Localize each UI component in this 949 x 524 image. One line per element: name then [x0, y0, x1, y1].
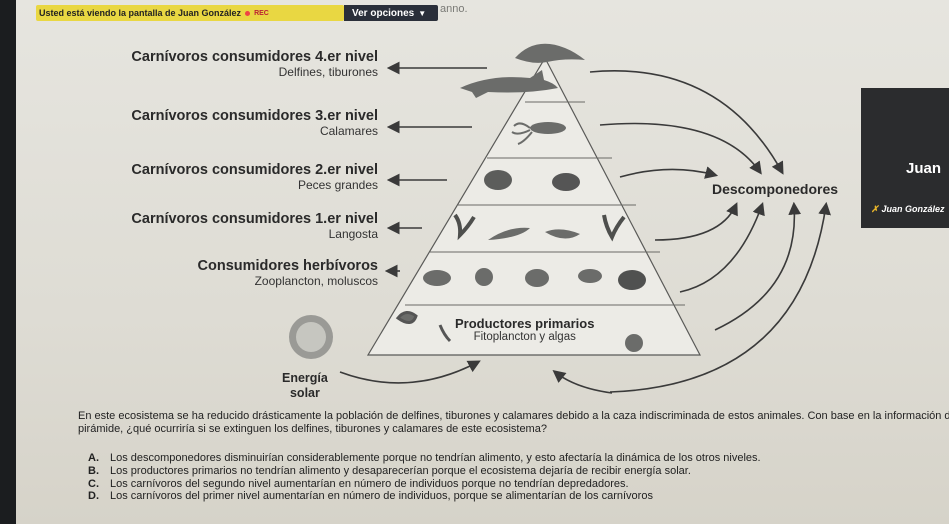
share-banner-text: Usted está viendo la pantalla de Juan Go… — [39, 8, 242, 18]
answer-option-b: B.Los productores primarios no tendrían … — [88, 464, 691, 477]
answer-list: A.Los descomponedores disminuirían consi… — [88, 452, 949, 503]
screen-share-banner: Usted está viendo la pantalla de Juan Go… — [36, 5, 344, 21]
view-options-button[interactable]: Ver opciones ▼ — [344, 5, 438, 21]
pyramid-dividers — [405, 101, 685, 306]
level-1-label: Carnívoros consumidores 1.er nivel Lango… — [90, 211, 378, 241]
level-1-subtitle: Langosta — [328, 227, 378, 241]
answer-option-d: D.Los carnívoros del primer nivel aument… — [88, 490, 653, 503]
participant-name-small: Juan González — [881, 204, 945, 214]
dolphin-icon — [515, 43, 585, 63]
energy-label: Energía solar — [282, 371, 328, 401]
seahorse-icon — [453, 213, 476, 241]
answer-option-a: A.Los descomponedores disminuirían consi… — [88, 452, 761, 464]
producers-subtitle: Fitoplancton y algas — [473, 331, 576, 343]
level-2-label: Carnívoros consumidores 2.er nivel Peces… — [90, 162, 378, 192]
participant-video-panel[interactable]: Juan ✗Juan González — [861, 88, 949, 228]
lobster-icon — [488, 227, 530, 240]
urchin-icon — [475, 268, 493, 286]
level-3-title: Carnívoros consumidores 3.er nivel — [131, 108, 378, 124]
animal-icons — [395, 43, 646, 352]
pyramid-triangle — [366, 56, 701, 356]
level-2-title: Carnívoros consumidores 2.er nivel — [131, 162, 378, 178]
participant-name-tag: ✗Juan González — [871, 204, 945, 215]
zooplankton-icon — [618, 270, 646, 290]
participant-name-large: Juan — [905, 160, 941, 177]
question-text: En este ecosistema se ha reducido drásti… — [78, 410, 949, 435]
level-4-label: Carnívoros consumidores 4.er nivel Delfi… — [90, 49, 378, 79]
mic-muted-icon: ✗ — [871, 204, 879, 214]
rec-label: REC — [254, 9, 269, 17]
herbivores-label: Consumidores herbívoros Zooplancton, mol… — [90, 258, 378, 288]
chevron-down-icon: ▼ — [418, 8, 427, 18]
level-arrows — [384, 61, 487, 278]
shrimp-icon — [545, 229, 580, 239]
producers-label: Productores primarios Fitoplancton y alg… — [455, 316, 594, 343]
coral-icon — [602, 214, 626, 242]
phytoplankton-icon — [625, 334, 643, 352]
record-dot-icon — [245, 10, 251, 16]
level-2-subtitle: Peces grandes — [297, 178, 378, 192]
decomposer-arrows — [339, 70, 831, 394]
fish-icon-2 — [552, 173, 580, 191]
energy-line-1: Energía — [282, 371, 328, 385]
level-1-title: Carnívoros consumidores 1.er nivel — [131, 211, 378, 227]
level-4-subtitle: Delfines, tiburones — [278, 65, 378, 79]
shark-icon — [460, 70, 558, 98]
level-3-label: Carnívoros consumidores 3.er nivel Calam… — [90, 108, 378, 138]
squid-icon — [511, 122, 566, 145]
level-3-subtitle: Calamares — [319, 124, 378, 138]
stray-text: anno. — [440, 3, 468, 15]
fish-icon — [484, 170, 512, 190]
herbivores-subtitle: Zooplancton, moluscos — [254, 274, 378, 288]
level-4-title: Carnívoros consumidores 4.er nivel — [131, 49, 378, 65]
sun-icon — [289, 315, 333, 359]
mollusc-icon — [578, 269, 602, 283]
herbivores-title: Consumidores herbívoros — [197, 258, 378, 274]
view-options-label: Ver opciones — [352, 7, 415, 19]
energy-line-2: solar — [289, 386, 320, 400]
shell-icon — [525, 269, 549, 287]
producers-title: Productores primarios — [455, 316, 595, 331]
decomposers-label: Descomponedores — [712, 181, 839, 197]
answer-option-c: C.Los carnívoros del segundo nivel aumen… — [88, 477, 629, 490]
crab-icon — [423, 270, 451, 286]
monitor-bezel — [0, 0, 16, 524]
algae-icon — [395, 311, 452, 343]
